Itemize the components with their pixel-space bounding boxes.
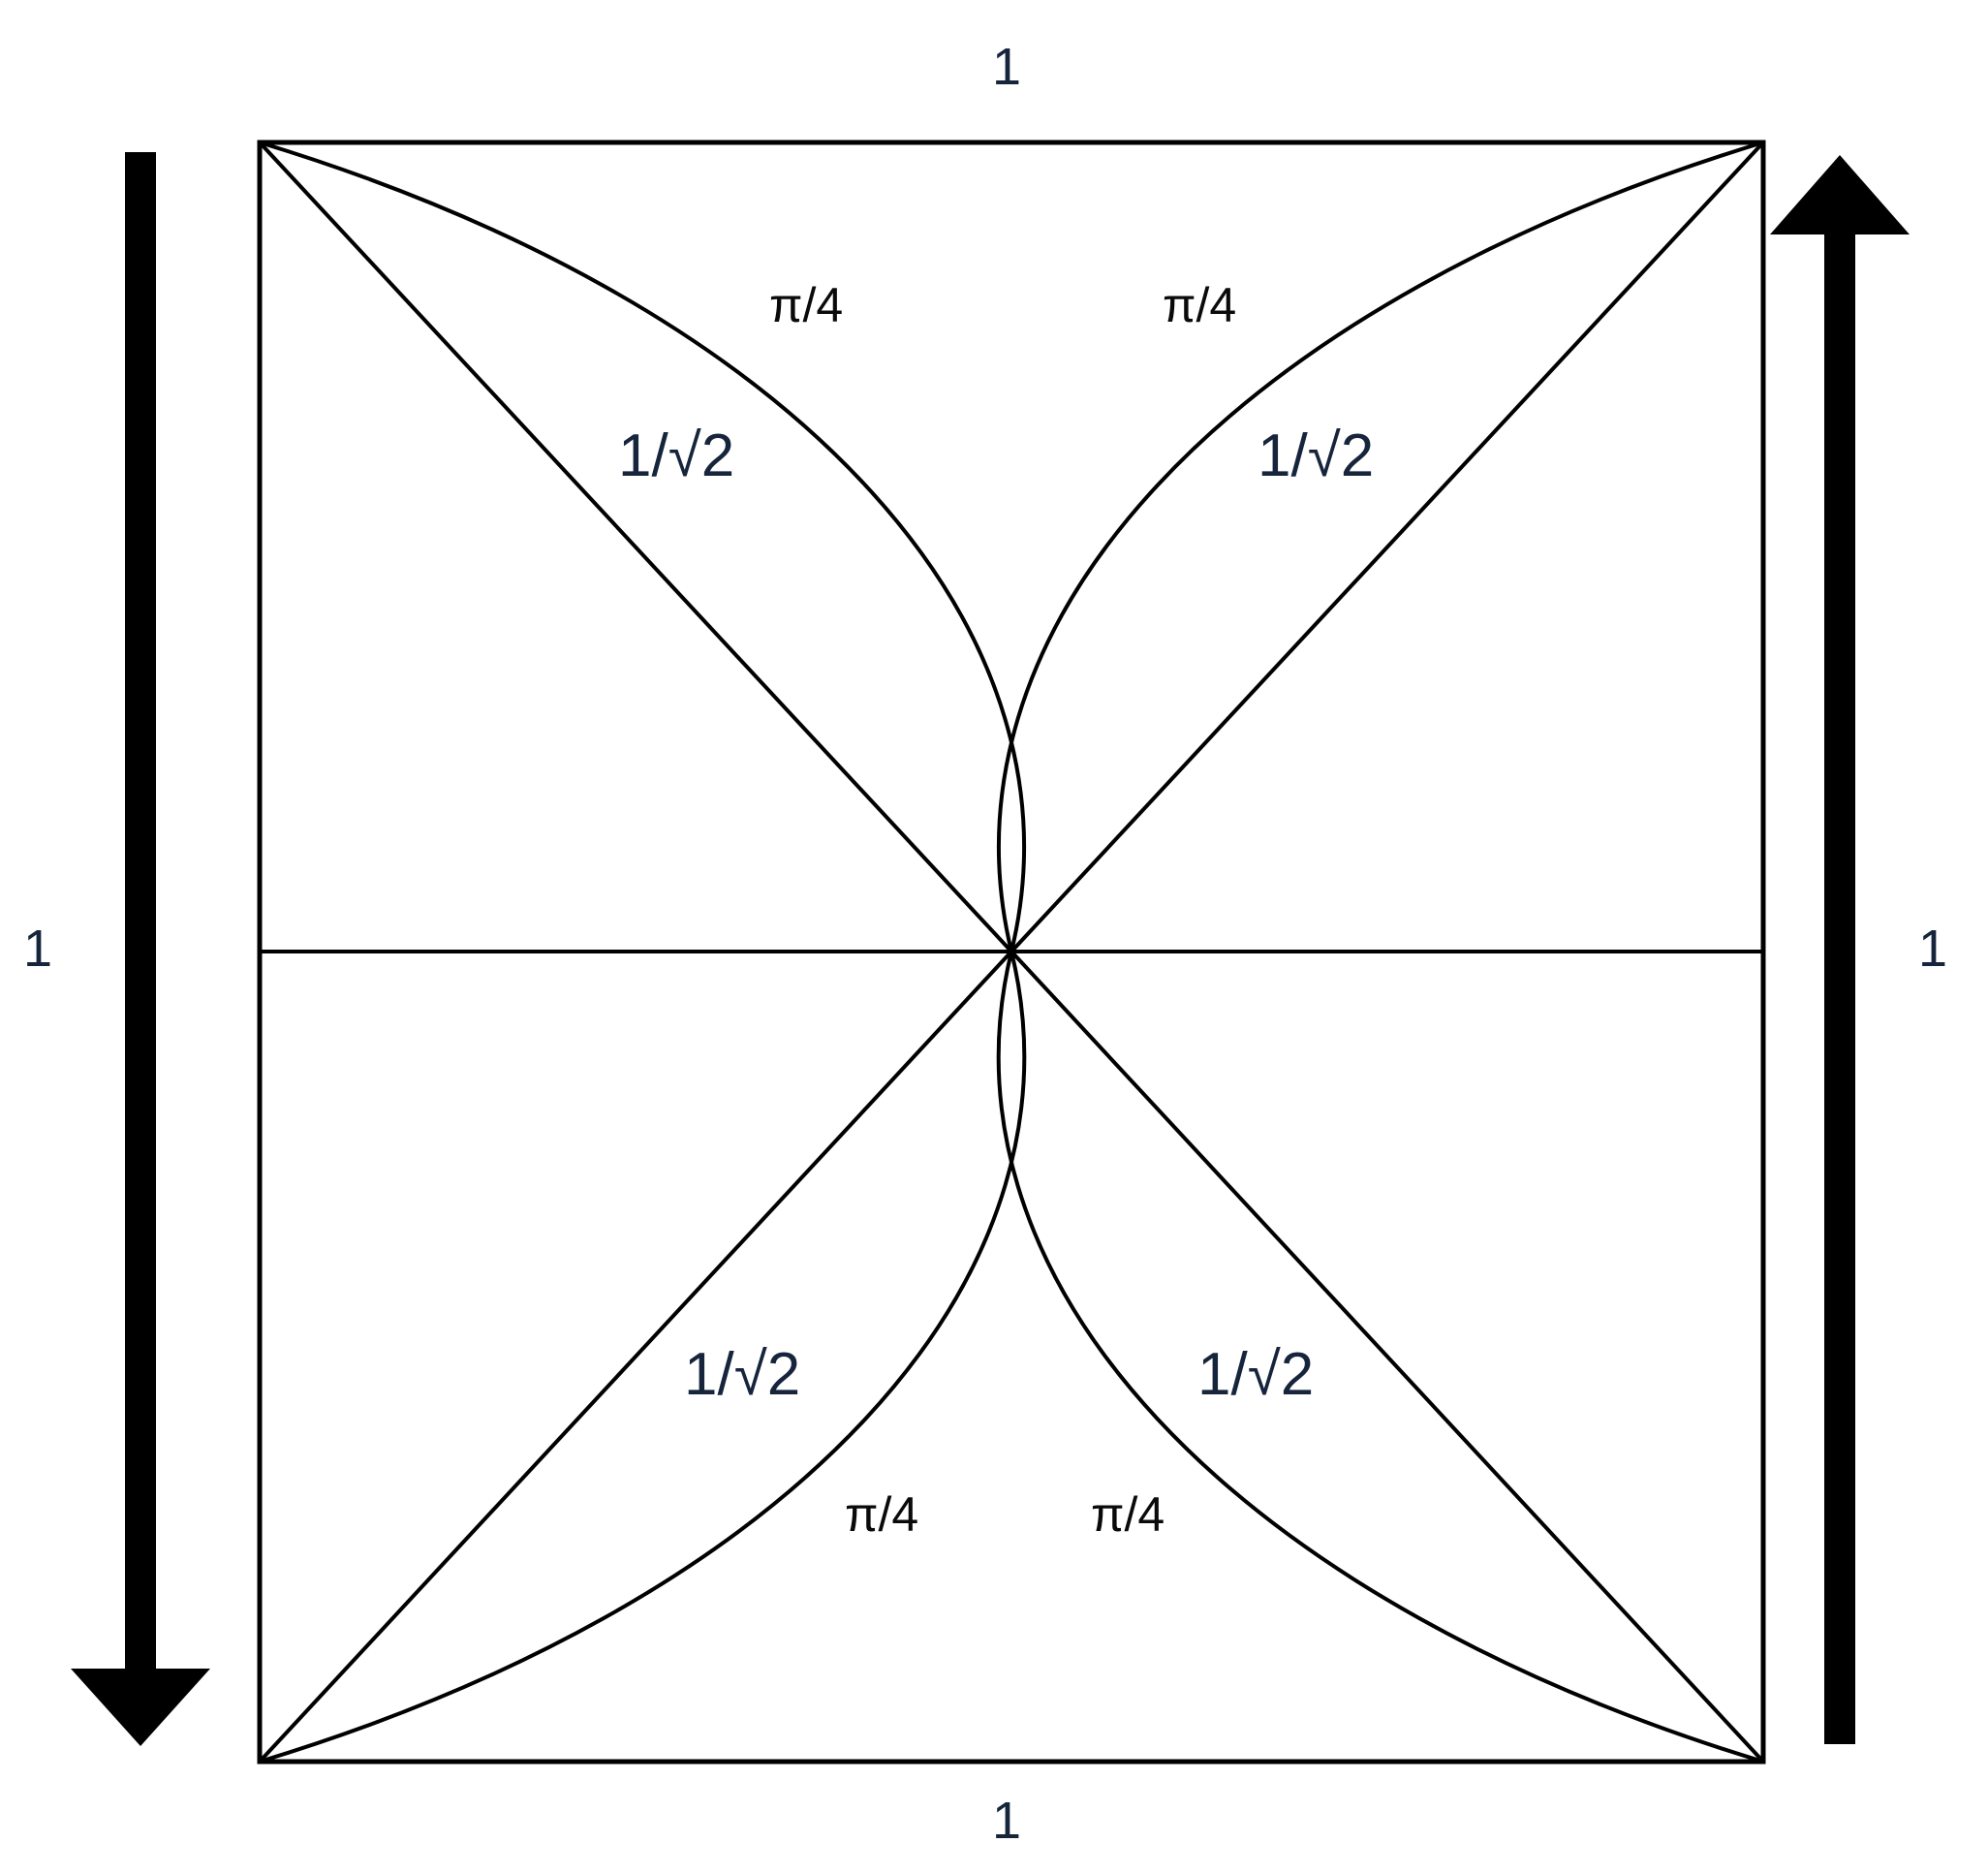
dimension-label-bottom: 1	[992, 1792, 1022, 1850]
arc-top-left	[259, 141, 1026, 953]
diagonal-label-bottom-left: 1/√2	[684, 1341, 801, 1408]
arc-label-bottom-right: π/4	[1091, 1487, 1165, 1542]
arc-label-top-right: π/4	[1163, 278, 1237, 332]
diagonal-bottom-left	[258, 950, 1013, 1764]
arc-label-bottom-left: π/4	[845, 1487, 919, 1542]
diagonal-label-top-right: 1/√2	[1258, 422, 1375, 489]
diagonal-top-left	[258, 141, 1013, 953]
diagonal-label-bottom-right: 1/√2	[1197, 1341, 1315, 1408]
dimension-label-right: 1	[1918, 920, 1948, 978]
arc-label-top-left: π/4	[769, 278, 844, 332]
arc-bottom-right	[996, 951, 1764, 1764]
diagonal-label-top-left: 1/√2	[618, 422, 735, 489]
right-arrow-shaft	[1824, 233, 1855, 1744]
diagonal-bottom-right	[1010, 950, 1765, 1764]
right-arrow-up	[1770, 155, 1910, 1744]
arc-top-right	[997, 141, 1764, 953]
left-arrow-down	[71, 152, 210, 1746]
right-arrow-head	[1770, 155, 1910, 234]
left-arrow-head	[71, 1669, 210, 1746]
dimension-label-left: 1	[23, 920, 53, 978]
diagonal-top-right	[1010, 141, 1765, 953]
arc-bottom-left	[259, 951, 1027, 1764]
dimension-label-top: 1	[992, 38, 1022, 96]
left-arrow-shaft	[125, 152, 156, 1673]
